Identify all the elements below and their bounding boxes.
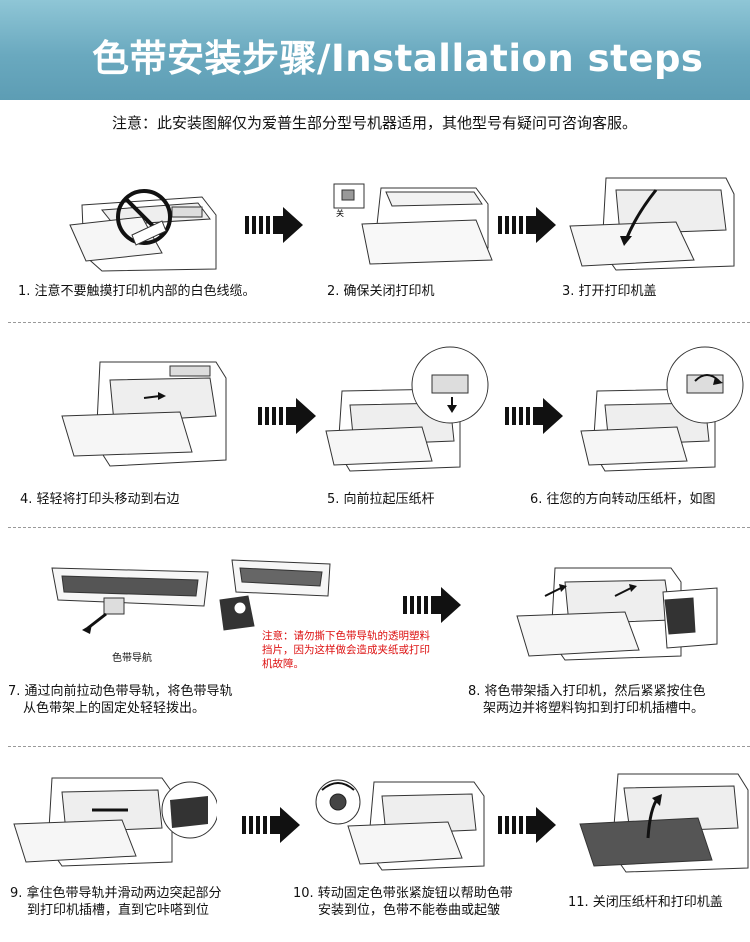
ribbon-cartridge-illustration <box>219 559 331 631</box>
printer-illustration <box>579 773 749 873</box>
step-caption: 4. 轻轻将打印头移动到右边 <box>20 492 180 507</box>
next-arrow-icon <box>242 807 300 843</box>
next-arrow-icon <box>258 398 316 434</box>
printer-illustration <box>325 346 489 472</box>
row-divider <box>8 322 750 323</box>
next-arrow-icon <box>498 207 556 243</box>
step-caption: 8. 将色带架插入打印机，然后紧紧按住色 <box>468 684 706 699</box>
title-banner: 色带安装步骤/Installation steps <box>0 0 750 100</box>
next-arrow-icon <box>403 587 461 623</box>
next-arrow-icon <box>245 207 303 243</box>
ribbon-cartridge-illustration <box>51 567 209 634</box>
step-caption: 10. 转动固定色带张紧旋钮以帮助色带 <box>293 886 513 901</box>
printer-illustration: 关 <box>333 183 493 265</box>
next-arrow-icon <box>505 398 563 434</box>
printer-illustration <box>580 346 744 472</box>
ribbon-guide-label: 色带导航 <box>112 653 152 664</box>
step-caption: 到打印机插槽，直到它咔嗒到位 <box>27 903 210 918</box>
next-arrow-icon <box>498 807 556 843</box>
prohibition-icon <box>116 189 172 245</box>
step-caption: 1. 注意不要触摸打印机内部的白色线缆。 <box>18 284 256 299</box>
printer-illustration <box>69 189 217 272</box>
step-caption: 架两边并将塑料钩扣到打印机插槽中。 <box>483 701 705 716</box>
printer-illustration <box>516 567 718 661</box>
row-divider <box>8 746 750 747</box>
printer-illustration <box>315 779 485 871</box>
power-label: 关 <box>336 208 344 218</box>
step-caption: 3. 打开打印机盖 <box>562 284 657 299</box>
warning-note: 注意：请勿撕下色带导轨的透明塑料挡片，因为这样做会造成夹纸或打印机故障。 <box>262 630 430 670</box>
printer-illustration <box>13 777 217 867</box>
step-caption: 安装到位，色带不能卷曲或起皱 <box>318 903 501 918</box>
step-caption: 11. 关闭压纸杆和打印机盖 <box>568 895 723 910</box>
notice-text: 注意：此安装图解仅为爱普生部分型号机器适用，其他型号有疑问可咨询客服。 <box>112 114 638 132</box>
printer-illustration <box>61 361 227 467</box>
step-caption: 从色带架上的固定处轻轻拨出。 <box>23 701 206 716</box>
printer-illustration <box>569 177 735 271</box>
step-caption: 5. 向前拉起压纸杆 <box>327 492 435 507</box>
page-title: 色带安装步骤/Installation steps <box>92 37 704 80</box>
step-caption: 2. 确保关闭打印机 <box>327 284 435 299</box>
step-caption: 6. 往您的方向转动压纸杆，如图 <box>530 492 716 507</box>
step-caption: 9. 拿住色带导轨并滑动两边突起部分 <box>10 886 222 901</box>
row-divider <box>8 527 750 528</box>
step-caption: 7. 通过向前拉动色带导轨，将色带导轨 <box>8 684 233 699</box>
